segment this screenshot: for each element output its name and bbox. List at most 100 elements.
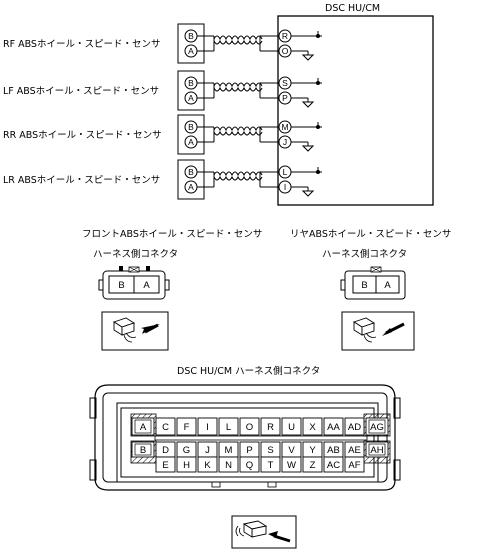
connector-cell-label: T bbox=[268, 460, 274, 471]
connector-cell-label: M bbox=[225, 445, 233, 456]
connector-cell: F bbox=[176, 417, 197, 436]
connector-cell-label: F bbox=[184, 422, 190, 433]
sensor-pin-b: B bbox=[188, 78, 194, 88]
sensor-pin-b: B bbox=[188, 122, 194, 132]
ground-icon bbox=[301, 54, 315, 61]
connector-cell: R bbox=[260, 417, 281, 436]
connector-cell-label: V bbox=[288, 445, 295, 456]
wire-stub bbox=[197, 35, 215, 52]
connector-cell: Y bbox=[302, 441, 323, 458]
sensor-pin-a: A bbox=[188, 182, 194, 192]
connector-cell-label: A bbox=[140, 422, 147, 433]
twisted-pair bbox=[213, 35, 263, 41]
sensor-pin-a: A bbox=[188, 46, 194, 56]
dsc-connector-view-icon bbox=[231, 515, 297, 549]
connector-cell: AC bbox=[323, 456, 344, 473]
connector-cell: T bbox=[260, 456, 281, 473]
connector-cell-label: J bbox=[205, 445, 210, 456]
connector-cell: X bbox=[302, 417, 323, 436]
connector-cell: W bbox=[281, 456, 302, 473]
front-connector-subtitle: ハーネス側コネクタ bbox=[93, 248, 178, 260]
connector-cell-label: H bbox=[183, 460, 190, 471]
connector-cell: D bbox=[155, 441, 176, 458]
connector-cell: A bbox=[131, 417, 155, 436]
ground-icon bbox=[301, 190, 315, 197]
connector-cell: K bbox=[197, 456, 218, 473]
twisted-pair bbox=[213, 39, 263, 45]
twisted-pair bbox=[213, 126, 263, 132]
sensor-box bbox=[177, 114, 205, 155]
connector-cell-label: Y bbox=[309, 445, 316, 456]
sensor-label: RF ABSホイール・スピード・センサ bbox=[3, 39, 160, 50]
connector-cell-label: AD bbox=[348, 422, 361, 433]
connector-cell: E bbox=[155, 456, 176, 473]
connector-cell-label: AE bbox=[348, 445, 361, 456]
connector-cell-label: R bbox=[267, 422, 274, 433]
twisted-pair bbox=[213, 82, 263, 88]
rear-connector-pin-a: A bbox=[384, 280, 391, 291]
connector-cell-label: X bbox=[309, 422, 316, 433]
connector-cell: C bbox=[155, 417, 176, 436]
module-pin-1: L bbox=[283, 167, 288, 177]
module-pin-2: I bbox=[284, 182, 286, 192]
connector-cell-label: AA bbox=[327, 422, 340, 433]
dsc-connector-title: DSC HU/CM ハーネス側コネクタ bbox=[177, 365, 320, 377]
connector-cell-label: AG bbox=[370, 422, 384, 433]
sensor-group: LF ABSホイール・スピード・センサ BA SP bbox=[3, 70, 322, 111]
sensor-label: LF ABSホイール・スピード・センサ bbox=[3, 86, 159, 97]
module-pin-2: O bbox=[282, 46, 289, 56]
connector-cell-label: AC bbox=[327, 460, 340, 471]
connector-cell-label: S bbox=[267, 445, 273, 456]
connector-cell-label: W bbox=[287, 460, 296, 471]
front-connector-title: フロントABSホイール・スピード・センサ bbox=[82, 229, 262, 240]
connector-cell-label: Z bbox=[310, 460, 316, 471]
wire-stub bbox=[197, 126, 215, 143]
module-title: DSC HU/CM bbox=[325, 3, 380, 14]
rear-connector-view-icon bbox=[341, 311, 415, 351]
wire-stub bbox=[197, 171, 215, 188]
connector-cell-label: K bbox=[204, 460, 211, 471]
sensor-pin-b: B bbox=[188, 31, 194, 41]
connector-cell-label: O bbox=[246, 422, 253, 433]
connector-cell-label: Q bbox=[246, 460, 253, 471]
twisted-pair bbox=[213, 171, 263, 177]
connector-cell: I bbox=[197, 417, 218, 436]
twisted-pair bbox=[213, 175, 263, 181]
connector-cell: AB bbox=[323, 441, 344, 458]
connector-cell: H bbox=[176, 456, 197, 473]
module-pin-1: M bbox=[281, 122, 288, 132]
connector-cell: AH bbox=[365, 441, 389, 458]
connector-cell: AA bbox=[323, 417, 344, 436]
connector-cell-label: P bbox=[246, 445, 252, 456]
module-pin-2: P bbox=[282, 93, 288, 103]
sensor-box bbox=[177, 23, 205, 64]
sensor-pin-b: B bbox=[188, 167, 194, 177]
sensor-pin-a: A bbox=[188, 93, 194, 103]
connector-cell: Q bbox=[239, 456, 260, 473]
connector-cell-label: L bbox=[226, 422, 231, 433]
connector-cell: AD bbox=[344, 417, 365, 436]
connector-cell: Z bbox=[302, 456, 323, 473]
connector-cell: U bbox=[281, 417, 302, 436]
sensor-pin-a: A bbox=[188, 137, 194, 147]
connector-cell-label: AH bbox=[370, 445, 383, 456]
connector-cell-label: G bbox=[183, 445, 190, 456]
twisted-pair bbox=[213, 130, 263, 136]
connector-cell: J bbox=[197, 441, 218, 458]
ground-icon bbox=[301, 145, 315, 152]
sensor-label: LR ABSホイール・スピード・センサ bbox=[3, 175, 160, 186]
connector-cell: O bbox=[239, 417, 260, 436]
connector-cell: S bbox=[260, 441, 281, 458]
connector-cell: AF bbox=[344, 456, 365, 473]
rear-connector: B A bbox=[340, 266, 406, 300]
module-pin-1: S bbox=[282, 78, 288, 88]
connector-cell: L bbox=[218, 417, 239, 436]
connector-cell: V bbox=[281, 441, 302, 458]
rear-connector-subtitle: ハーネス側コネクタ bbox=[322, 248, 407, 260]
connector-cell: M bbox=[218, 441, 239, 458]
